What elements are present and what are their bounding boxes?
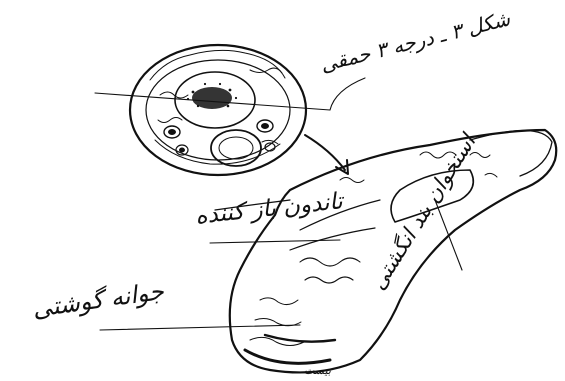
cross-section-illustration [130, 45, 306, 175]
label-footer: بیست [304, 364, 331, 377]
tendon-stipple [187, 83, 237, 109]
